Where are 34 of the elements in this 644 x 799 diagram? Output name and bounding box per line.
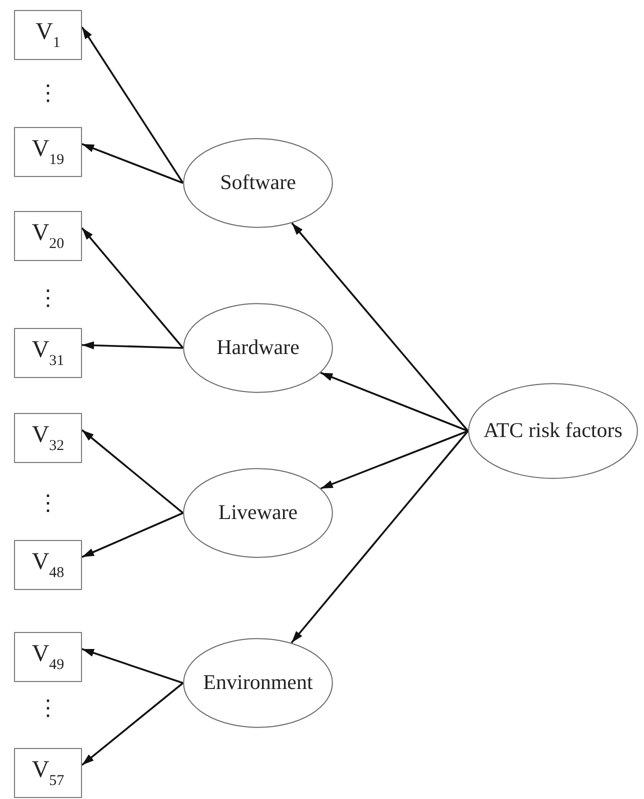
arrow: [320, 372, 468, 432]
variable-box: V$_{32}$: [14, 413, 82, 463]
node-label: Environment: [202, 669, 314, 696]
factor-ellipse: [183, 303, 333, 393]
arrow: [81, 429, 184, 514]
arrow: [81, 682, 184, 766]
arrow: [291, 222, 469, 432]
ellipsis-mark: ⋮: [37, 695, 57, 721]
node-label: Liveware: [217, 499, 299, 526]
arrow: [320, 430, 468, 490]
factor-ellipse: [183, 468, 333, 558]
variable-box: V$_{20}$: [14, 211, 82, 261]
arrow: [81, 26, 184, 184]
arrow: [82, 512, 184, 558]
ellipsis-mark: ⋮: [37, 490, 57, 516]
node-label: Hardware: [216, 334, 300, 362]
factor-ellipse: [183, 638, 333, 728]
factor-ellipse: [183, 138, 333, 228]
variable-box: V$_{57}$: [14, 748, 82, 798]
arrow: [82, 341, 184, 350]
factor-ellipse: [468, 383, 638, 479]
variable-box: V$_{48}$: [14, 540, 82, 590]
node-label: ATC risk factors: [482, 417, 624, 444]
ellipsis-mark: ⋮: [37, 80, 57, 106]
variable-box: V$_{19}$: [14, 127, 82, 177]
variable-box: V$_{49}$: [14, 632, 82, 682]
arrow: [290, 430, 469, 644]
arrow: [81, 227, 184, 349]
variable-box: V$_{31}$: [14, 328, 82, 378]
node-label: Software: [219, 169, 297, 196]
variable-box: V$_{1}$: [14, 10, 82, 60]
arrow: [82, 648, 184, 684]
arrow: [82, 143, 184, 184]
ellipsis-mark: ⋮: [37, 285, 57, 311]
